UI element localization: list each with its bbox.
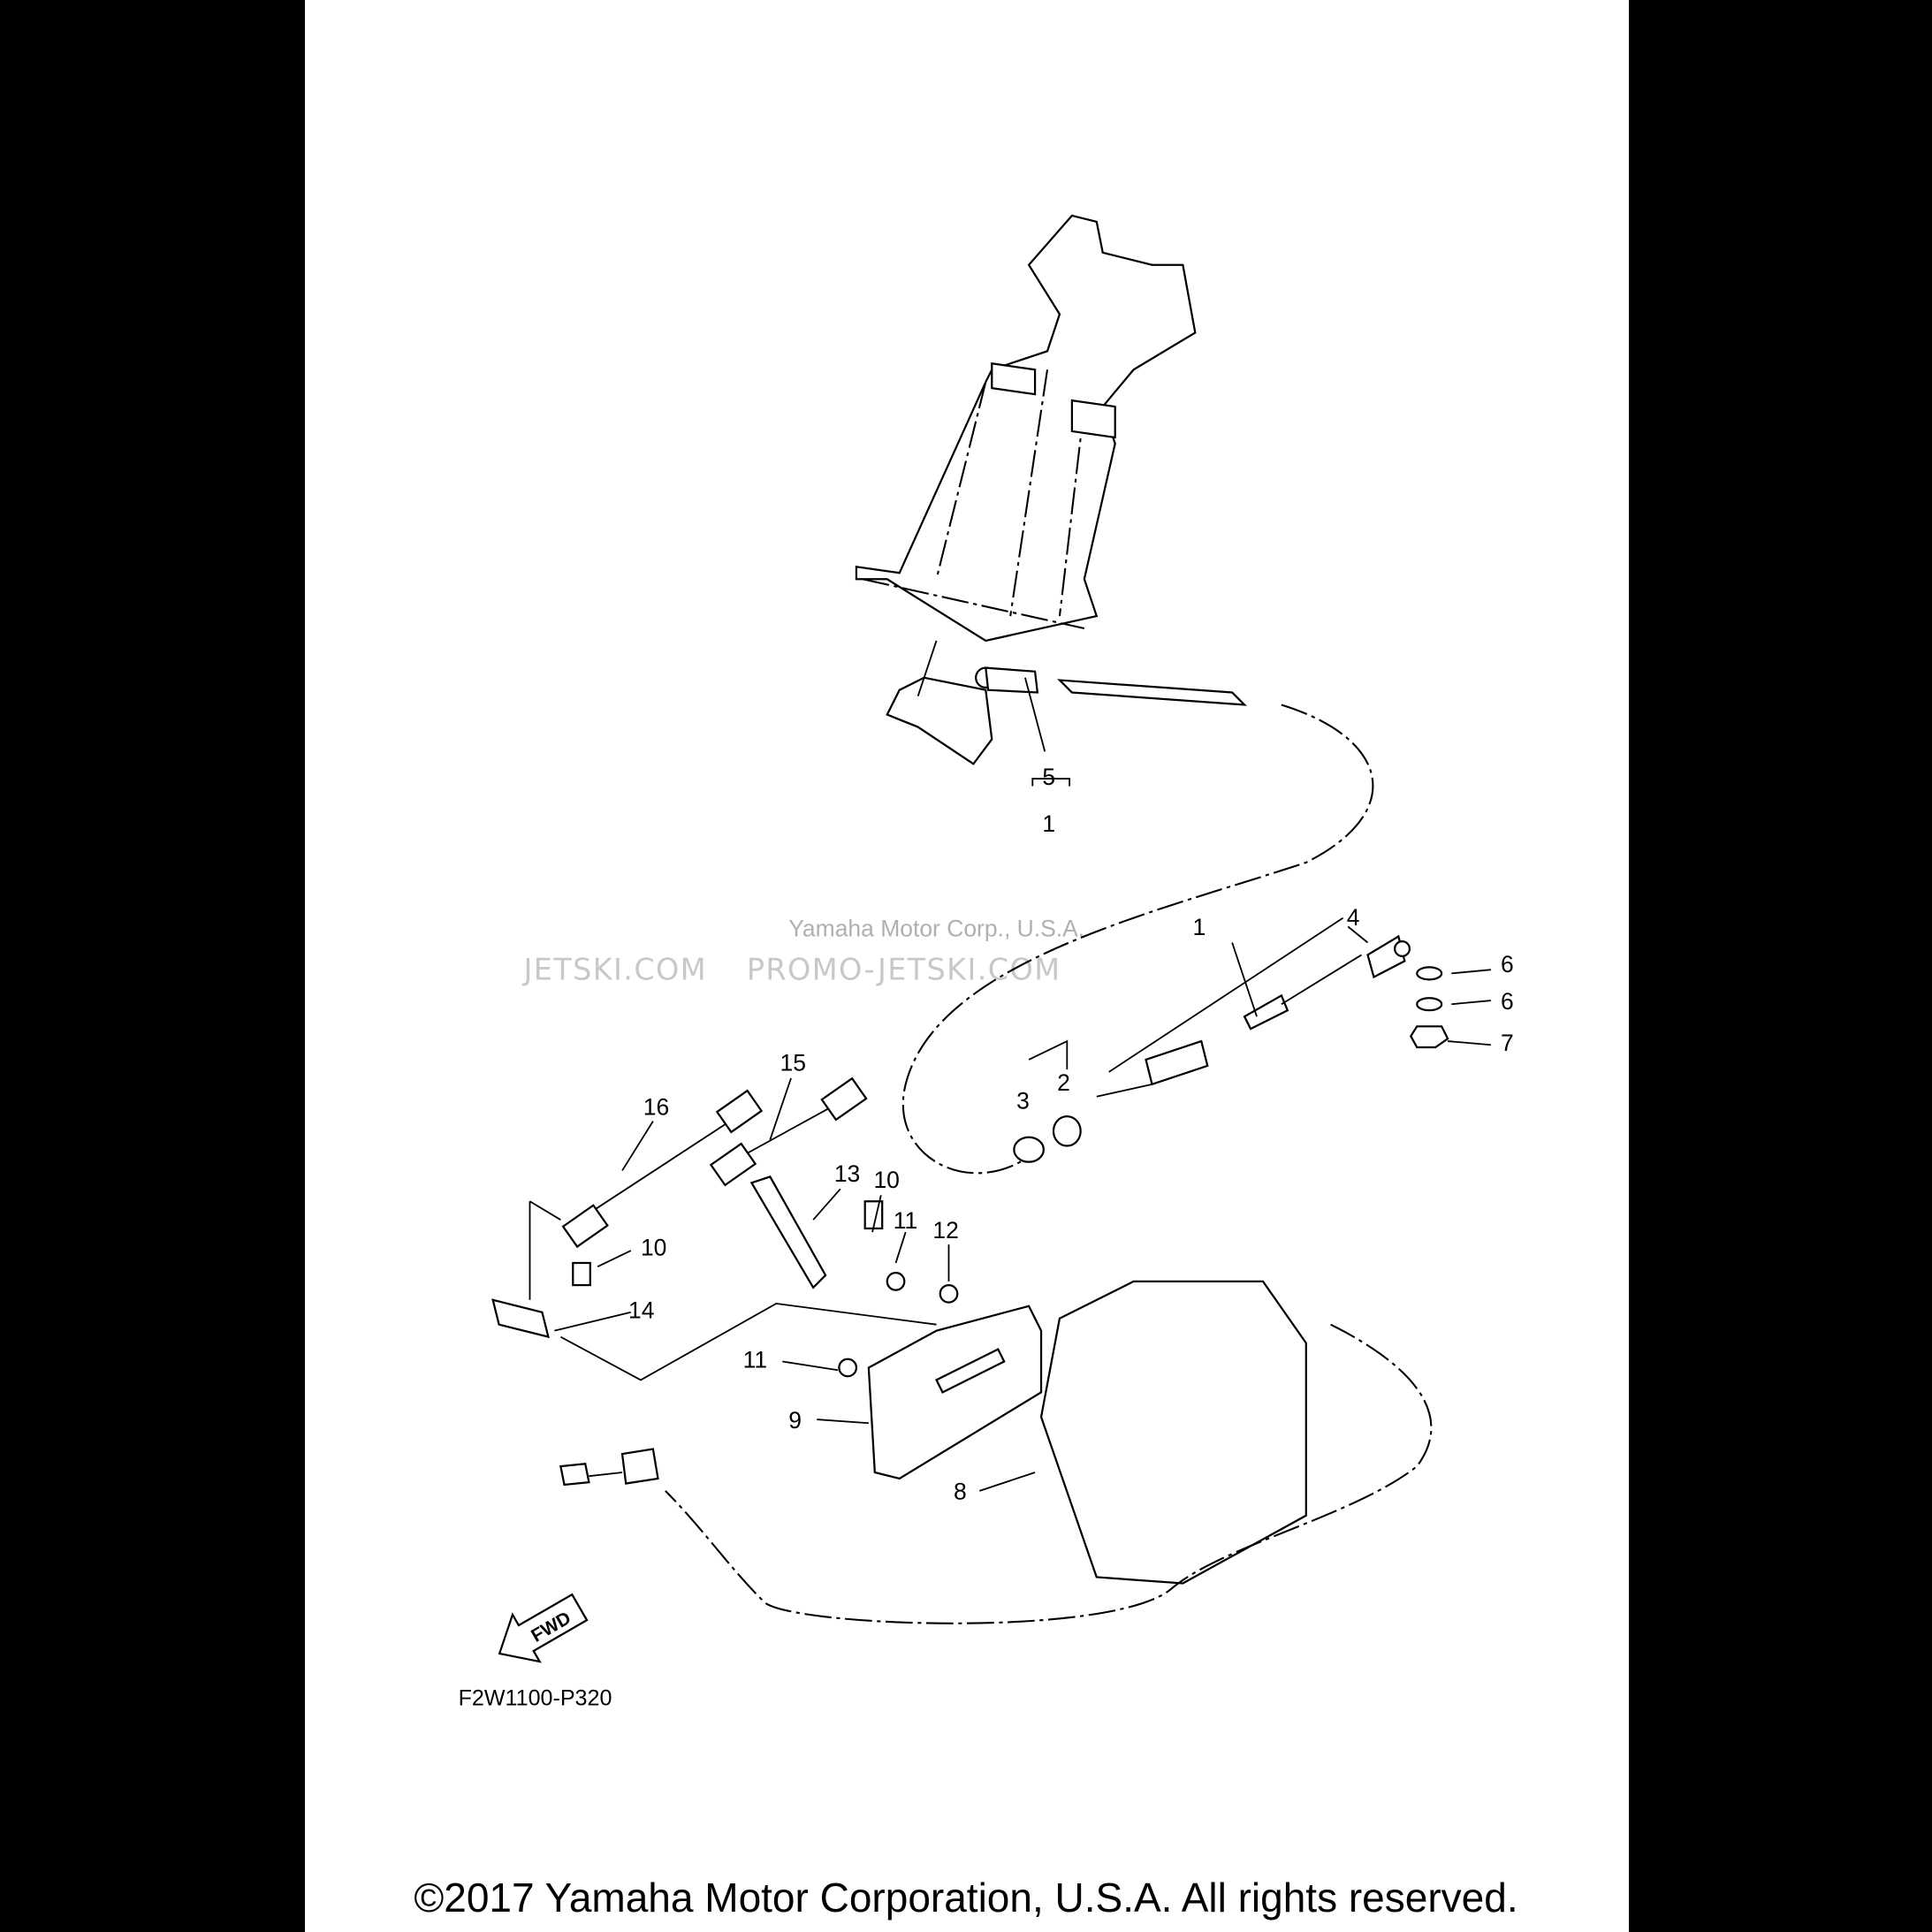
callout-3: 3 [1016, 1088, 1030, 1114]
steering-column-part [855, 214, 1197, 765]
bracket-and-control-box [559, 1280, 1433, 1624]
linkage-rods [491, 1076, 959, 1381]
watermark-yamaha: Yamaha Motor Corp., U.S.A. [788, 916, 1084, 942]
callout-11-upper: 11 [894, 1207, 917, 1234]
diagram-sheet [305, 0, 1629, 1932]
watermark-promo-jetski: PROMO-JETSKI.COM [747, 952, 1061, 986]
watermark-jetski: JETSKI.COM [522, 952, 708, 986]
fwd-arrow-icon: FWD [498, 1593, 589, 1663]
callout-6b: 6 [1501, 988, 1514, 1015]
callout-9: 9 [788, 1407, 802, 1434]
callout-15: 15 [780, 1050, 805, 1076]
callout-1-upper: 1 [1042, 810, 1055, 837]
callout-8: 8 [954, 1479, 967, 1505]
drawing-code: F2W1100-P320 [459, 1685, 612, 1710]
callout-7: 7 [1501, 1030, 1514, 1056]
callout-5: 5 [1042, 764, 1055, 790]
callout-16: 16 [643, 1094, 669, 1121]
callout-10-upper: 10 [873, 1167, 899, 1193]
callout-12: 12 [932, 1217, 958, 1244]
callout-11-lower: 11 [743, 1346, 767, 1373]
steering-cable-part [901, 679, 1449, 1175]
copyright-footer: ©2017 Yamaha Motor Corporation, U.S.A. A… [414, 1875, 1518, 1921]
callout-13: 13 [834, 1160, 860, 1187]
callout-14: 14 [628, 1297, 654, 1324]
callout-1-lower: 1 [1193, 914, 1206, 940]
callout-4: 4 [1347, 904, 1360, 931]
callout-2: 2 [1057, 1069, 1070, 1096]
callout-10-lower: 10 [641, 1235, 666, 1261]
callout-6a: 6 [1501, 951, 1514, 977]
